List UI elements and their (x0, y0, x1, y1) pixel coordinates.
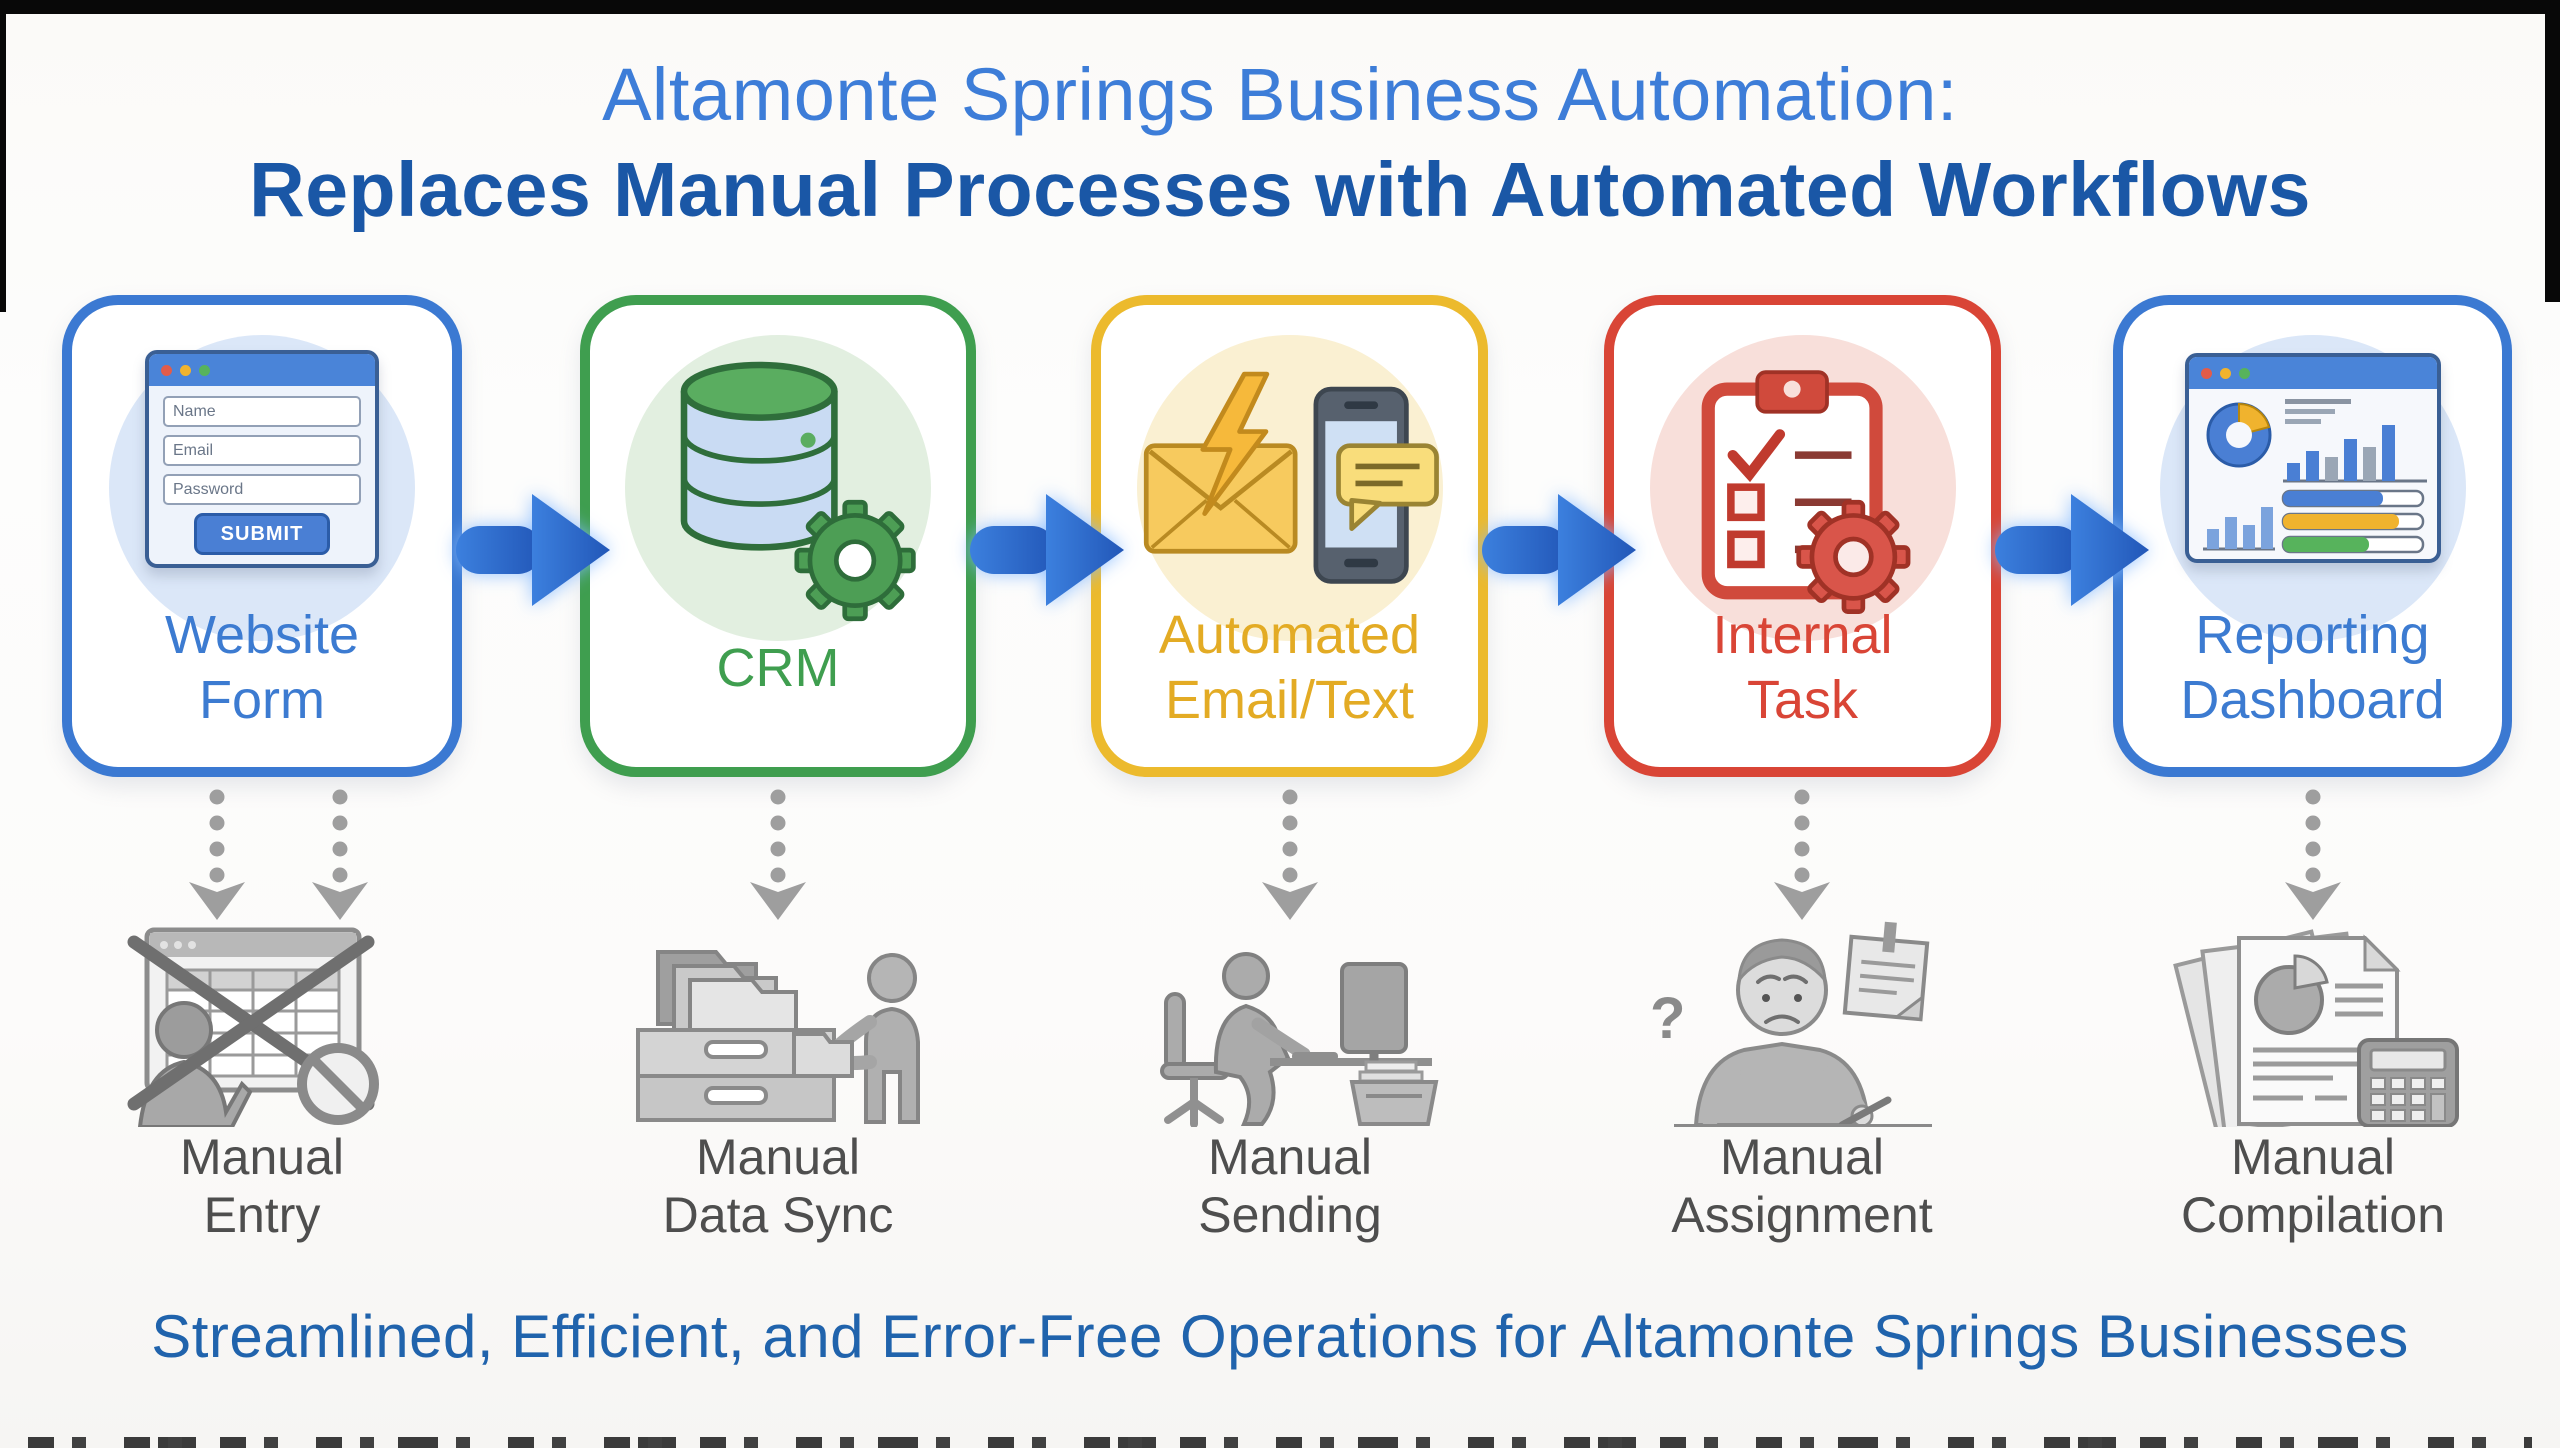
manual-label-sending: Manual Sending (1198, 1129, 1382, 1243)
website-form-icon: Name Email Password SUBMIT (145, 350, 379, 568)
stage-label-crm: CRM (716, 637, 840, 698)
task-clipboard-gear-icon (1701, 370, 1911, 614)
window-dot-green-icon (199, 364, 210, 376)
stage-card-crm: CRM (580, 295, 976, 777)
manual-label-entry: Manual Entry (180, 1129, 344, 1243)
manual-sending-illustration (1160, 952, 1439, 1127)
browser-titlebar (2188, 357, 2437, 389)
footer-tagline: Streamlined, Efficient, and Error-Free O… (151, 1303, 2409, 1370)
stage-card-reporting-dashboard: Reporting Dashboard (2113, 295, 2512, 777)
crm-database-gear-icon (680, 361, 916, 622)
dashed-arrow-icon (750, 789, 806, 920)
browser-titlebar (149, 354, 375, 386)
flow-arrow-icon (456, 494, 610, 606)
dashboard-content (2202, 399, 2427, 554)
dashed-arrow-icon (1262, 789, 1318, 920)
window-dot-green-icon (2238, 367, 2250, 379)
email-field: Email (163, 435, 361, 466)
manual-label-assignment: Manual Assignment (1671, 1129, 1933, 1243)
stage-label-internal-task: Internal Task (1712, 605, 1893, 730)
submit-button: SUBMIT (194, 513, 330, 555)
dashed-arrow-icon (1774, 789, 1830, 920)
flow-arrow-icon (1995, 494, 2149, 606)
manual-data-sync-illustration (636, 950, 920, 1124)
manual-entry-illustration (127, 927, 379, 1127)
password-field: Password (163, 474, 361, 505)
flow-arrow-icon (970, 494, 1124, 606)
top-black-bar (0, 0, 2560, 14)
manual-label-data-sync: Manual Data Sync (662, 1129, 894, 1243)
stage-label-reporting-dashboard: Reporting Dashboard (2180, 605, 2445, 730)
title-line-1: Altamonte Springs Business Automation: (602, 53, 1958, 136)
name-field: Name (163, 396, 361, 427)
manual-compilation-illustration (2173, 929, 2459, 1127)
window-dot-red-icon (161, 364, 172, 376)
stage-label-email-text: Automated Email/Text (1158, 605, 1421, 730)
stage-card-internal-task: Internal Task (1604, 295, 2001, 777)
email-text-icon (1143, 371, 1439, 584)
cropped-text-strip (28, 1437, 2532, 1448)
stage-label-website-form: Website Form (164, 605, 360, 730)
right-black-bar (2545, 0, 2560, 302)
stage-card-email-text: Automated Email/Text (1091, 295, 1488, 777)
title-line-2: Replaces Manual Processes with Automated… (249, 147, 2311, 233)
window-dot-yellow-icon (2219, 367, 2231, 379)
left-black-bar (0, 0, 6, 312)
window-dot-red-icon (2200, 367, 2212, 379)
dashboard-charts-icon (2184, 353, 2441, 563)
flow-arrow-icon (1482, 494, 1636, 606)
dashed-arrow-icon (312, 789, 368, 920)
window-dot-yellow-icon (180, 364, 191, 376)
dashed-arrow-icon (2285, 789, 2341, 920)
manual-label-compilation: Manual Compilation (2180, 1129, 2445, 1243)
dashed-arrow-icon (189, 789, 245, 920)
mock-form: Name Email Password SUBMIT (149, 386, 375, 555)
svg-text:?: ? (1650, 986, 1685, 1051)
manual-assignment-illustration: ? (1650, 921, 1932, 1127)
stage-card-website-form: Name Email Password SUBMIT Website Form (62, 295, 462, 777)
